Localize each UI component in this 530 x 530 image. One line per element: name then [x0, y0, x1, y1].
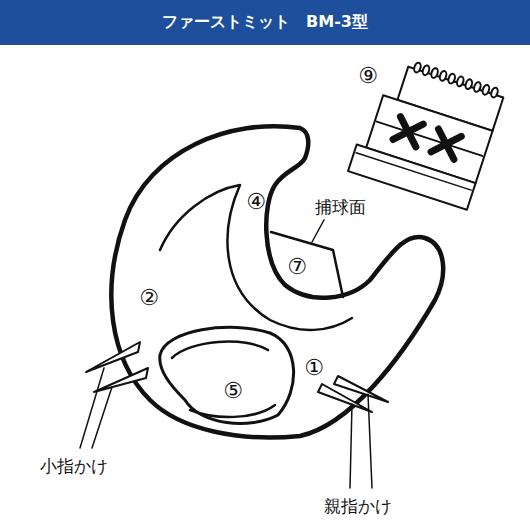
part-label: 親指かけ [324, 497, 392, 516]
callout-number: ① [304, 356, 324, 380]
callout-number: ⑦ [287, 255, 307, 279]
leader-line [350, 404, 352, 488]
palm-pad-inner [190, 405, 275, 417]
callout-number: ② [139, 286, 159, 310]
leader-line [92, 387, 112, 448]
callout-number: ⑤ [223, 379, 243, 403]
palm-pad-inner [172, 342, 268, 358]
leader-line [80, 368, 104, 448]
web-detail [348, 52, 506, 210]
leader-line [312, 220, 324, 242]
callout-number: ④ [246, 190, 266, 214]
lace-loop [94, 368, 148, 392]
lace-loop [334, 376, 388, 402]
catching-panel [271, 232, 343, 297]
palm-pad [160, 327, 294, 423]
part-label: 捕球面 [315, 198, 366, 217]
leader-line [368, 394, 372, 488]
title-text: ファーストミット BM-3型 [162, 12, 368, 33]
callout-number: ⑨ [358, 64, 378, 88]
lace-loop [86, 342, 140, 372]
part-label: 小指かけ [40, 457, 108, 476]
